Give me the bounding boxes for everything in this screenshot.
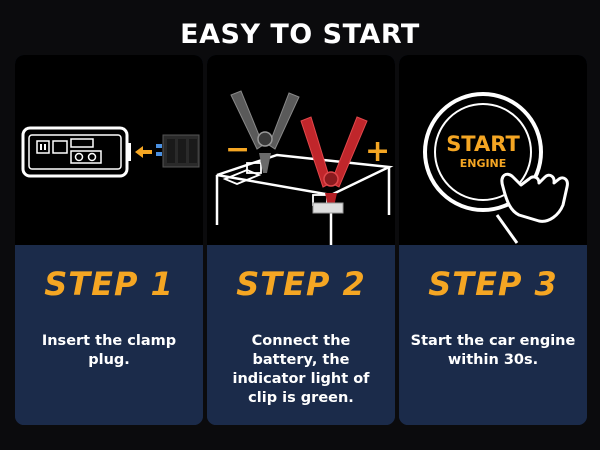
engine-text: ENGINE xyxy=(460,157,507,170)
start-engine-button-icon: START ENGINE xyxy=(423,92,543,212)
step-2-label: STEP 2 xyxy=(236,265,366,303)
black-clip-icon xyxy=(230,90,300,173)
battery-icon xyxy=(215,153,394,245)
insert-arrow-icon xyxy=(135,144,162,158)
step-3-label: STEP 3 xyxy=(428,265,558,303)
step-3-illustration: START ENGINE xyxy=(399,55,587,245)
step-1-label: STEP 1 xyxy=(44,265,174,303)
step-1-description: Insert the clamp plug. xyxy=(41,333,177,368)
step-card-2: − + STEP 2 Connect the battery, the indi… xyxy=(207,55,395,425)
step-1-illustration xyxy=(15,55,203,245)
start-text: START xyxy=(446,132,520,156)
step-card-3: START ENGINE STEP 3 Start the car engine… xyxy=(399,55,587,425)
step-card-1: STEP 1 Insert the clamp plug. xyxy=(15,55,203,425)
negative-sign: − xyxy=(225,132,250,167)
clamp-plug-icon xyxy=(162,134,200,168)
step-2-illustration: − + xyxy=(207,55,395,245)
red-clip-icon xyxy=(300,116,368,214)
page-title: EASY TO START xyxy=(180,19,420,50)
step-3-description: Start the car engine within 30s. xyxy=(410,333,576,368)
positive-sign: + xyxy=(365,134,390,169)
jump-starter-icon xyxy=(21,126,131,178)
step-2-description: Connect the battery, the indicator light… xyxy=(232,333,370,406)
pointing-hand-icon xyxy=(495,172,569,244)
